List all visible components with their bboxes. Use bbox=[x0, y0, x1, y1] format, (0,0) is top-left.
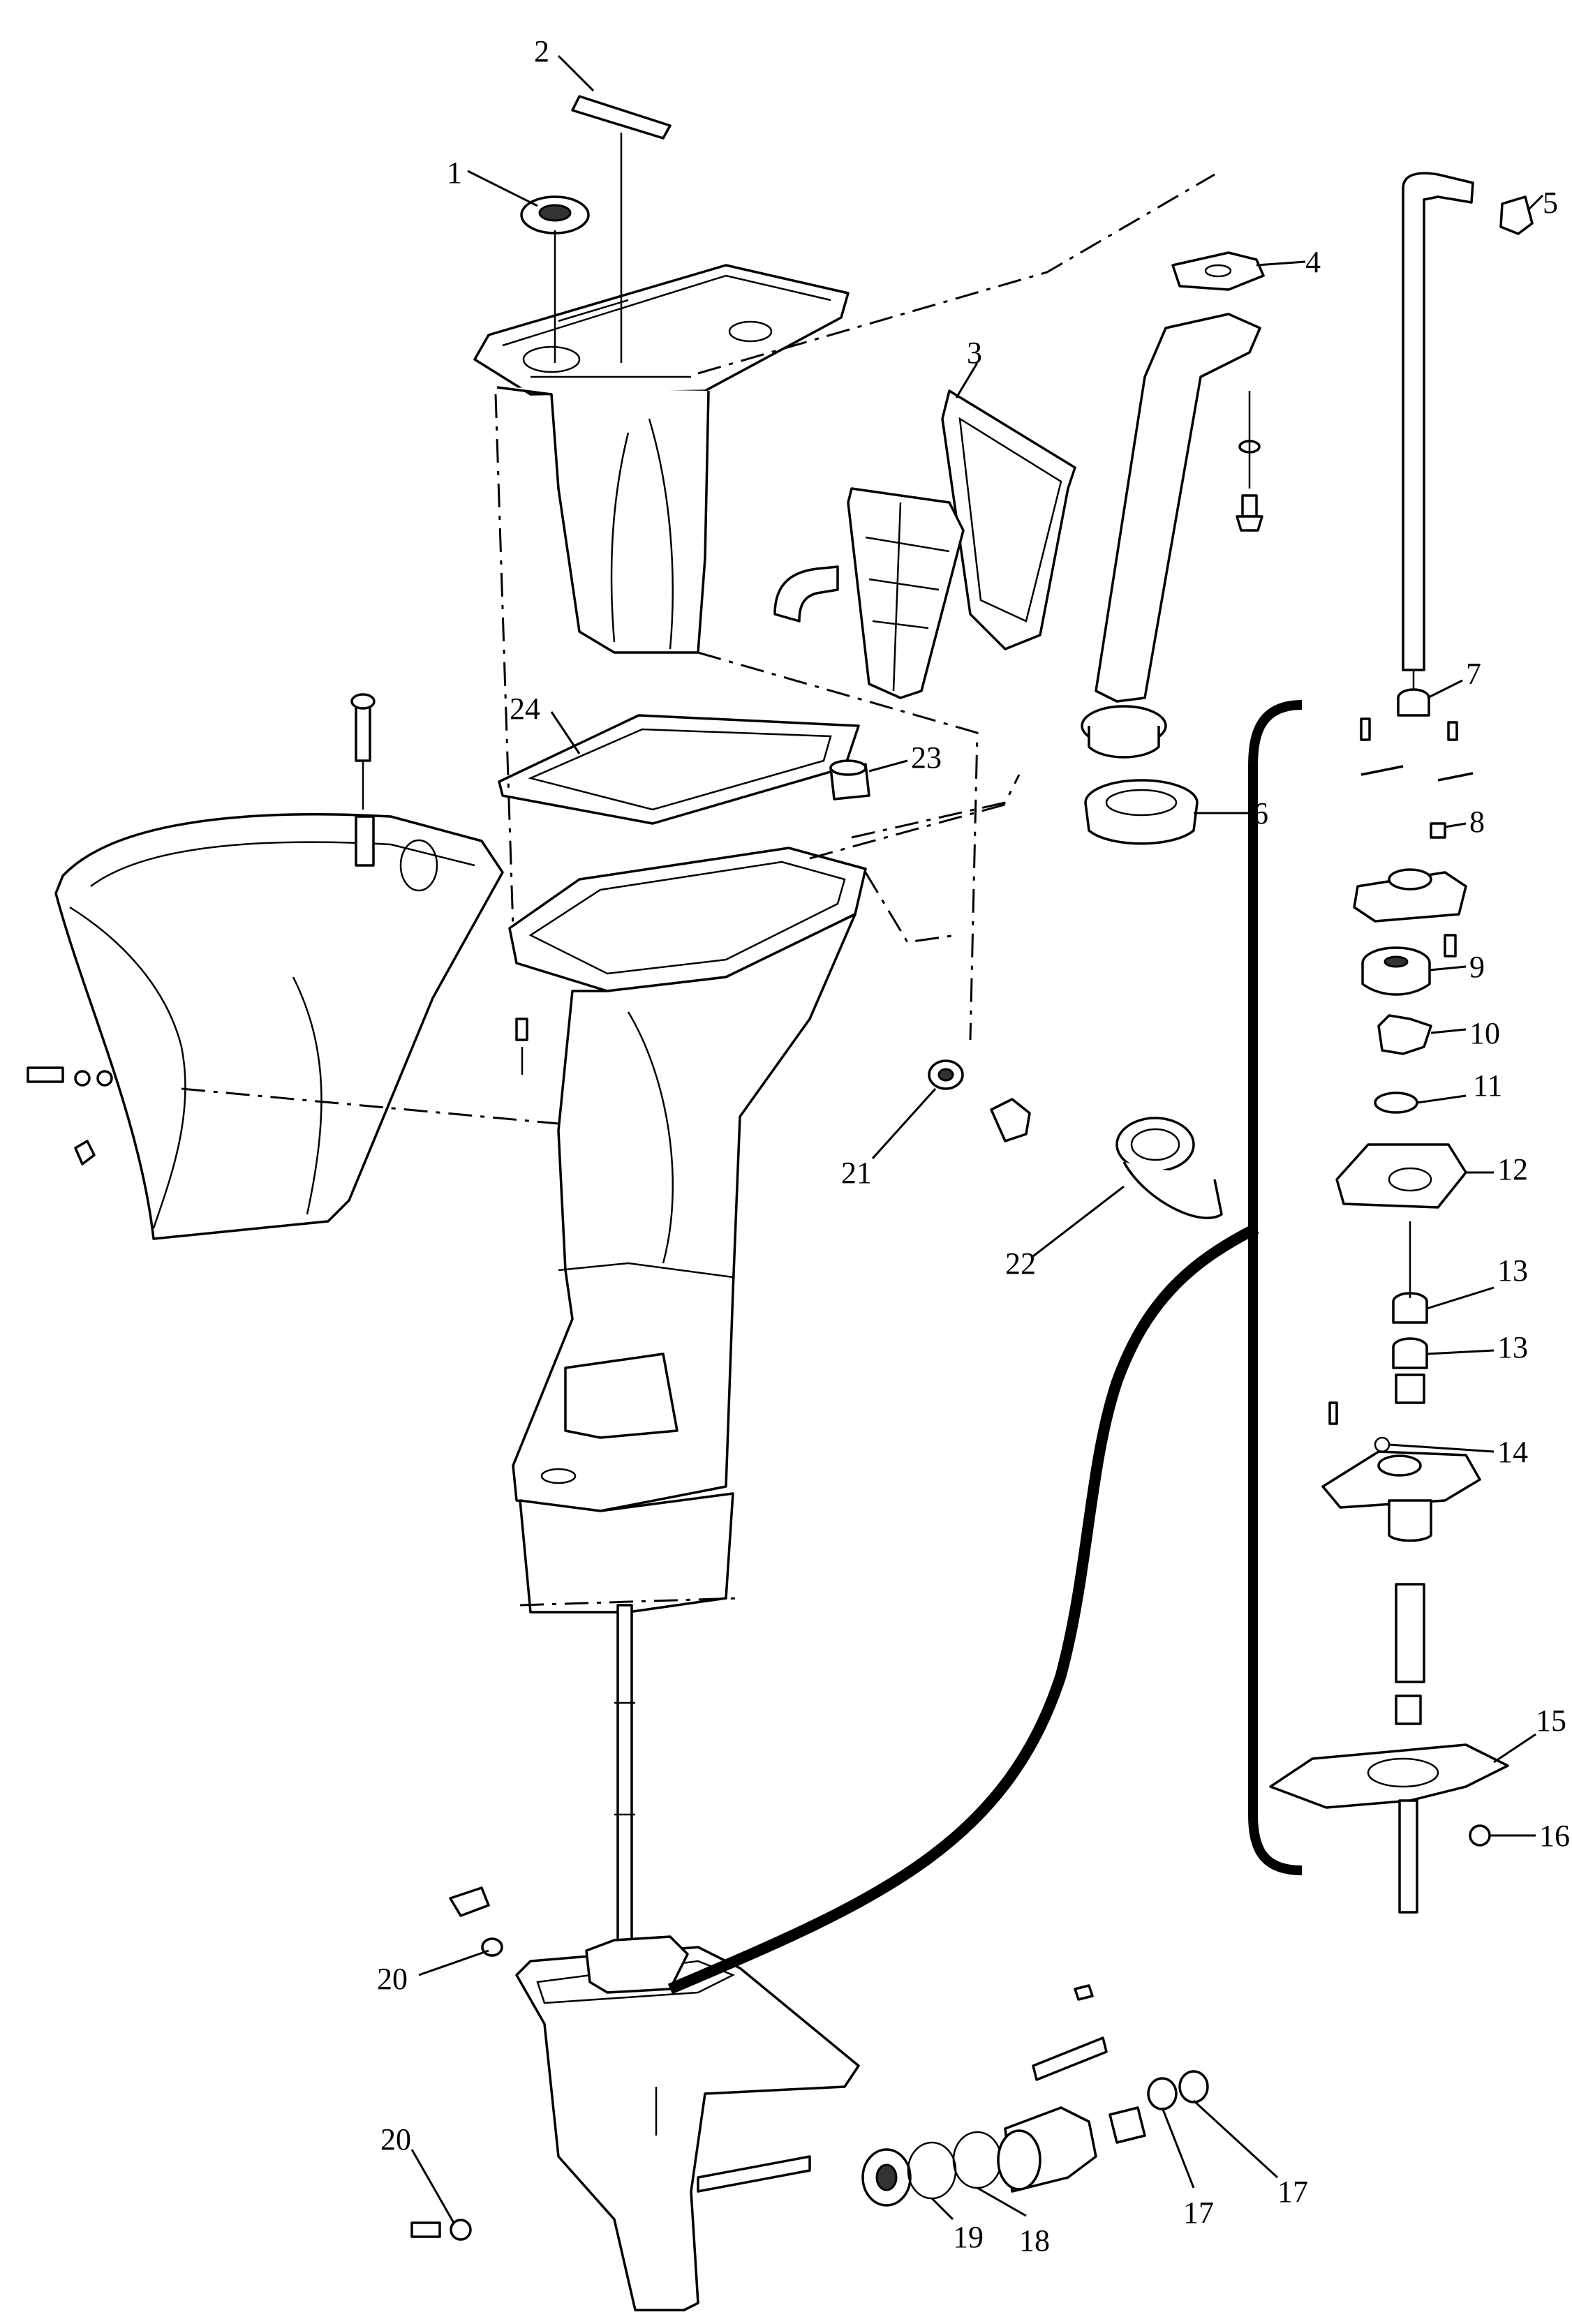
callout-16: 16 bbox=[1539, 1819, 1570, 1853]
drive-shaft-housing bbox=[508, 847, 867, 1614]
callout-2: 2 bbox=[534, 34, 549, 68]
callout-1: 1 bbox=[447, 156, 462, 190]
exhaust-pipe bbox=[1081, 313, 1261, 759]
callout-8: 8 bbox=[1469, 805, 1485, 839]
casing-gasket bbox=[498, 714, 860, 825]
exhaust-seal bbox=[1084, 779, 1199, 845]
lower-cover bbox=[54, 813, 504, 1240]
drive-shaft bbox=[614, 1604, 635, 1949]
callout-14: 14 bbox=[1497, 1435, 1528, 1469]
hose-elbow bbox=[773, 565, 839, 623]
callouts: 1 2 3 4 5 6 7 8 9 10 11 12 13 13 14 15 1… bbox=[377, 34, 1570, 2258]
callout-18: 18 bbox=[1019, 2224, 1050, 2258]
bearing-housing bbox=[861, 1984, 1209, 2207]
callout-13a: 13 bbox=[1497, 1253, 1528, 1288]
callout-21: 21 bbox=[841, 1156, 872, 1190]
callout-11: 11 bbox=[1473, 1068, 1502, 1103]
gear-case bbox=[515, 1935, 860, 2311]
water-screen bbox=[847, 487, 965, 699]
callout-13b: 13 bbox=[1497, 1330, 1528, 1364]
rubber-seal-22 bbox=[1115, 1117, 1223, 1219]
exhaust-gasket bbox=[1171, 251, 1265, 291]
callout-20b: 20 bbox=[380, 2122, 411, 2157]
collar-part bbox=[829, 759, 870, 800]
grommet-part bbox=[520, 195, 590, 234]
leader-lines bbox=[410, 54, 1544, 2224]
callout-7: 7 bbox=[1466, 657, 1481, 691]
upper-casing bbox=[473, 264, 850, 654]
fitting-part bbox=[990, 1098, 1031, 1142]
callout-6: 6 bbox=[1253, 796, 1268, 830]
callout-15: 15 bbox=[1536, 1704, 1566, 1738]
water-tube bbox=[1402, 172, 1474, 671]
callout-17b: 17 bbox=[1277, 2175, 1308, 2209]
callout-9: 9 bbox=[1469, 950, 1485, 984]
alignment-lines bbox=[181, 173, 1215, 1607]
callout-17a: 17 bbox=[1183, 2196, 1214, 2230]
hose-grommet-21 bbox=[928, 1059, 964, 1090]
callout-19: 19 bbox=[953, 2220, 984, 2254]
callout-23: 23 bbox=[911, 740, 942, 775]
callout-20a: 20 bbox=[377, 1962, 408, 1996]
callout-24: 24 bbox=[510, 692, 540, 726]
tube-grommet bbox=[1499, 195, 1534, 235]
water-pump-assembly bbox=[1248, 688, 1509, 1914]
callout-5: 5 bbox=[1543, 186, 1558, 220]
callout-22: 22 bbox=[1005, 1246, 1036, 1281]
callout-10: 10 bbox=[1469, 1016, 1500, 1050]
callout-3: 3 bbox=[967, 336, 982, 370]
water-screen-gasket bbox=[941, 389, 1076, 650]
callout-12: 12 bbox=[1497, 1152, 1528, 1186]
clip-part bbox=[571, 95, 672, 140]
callout-4: 4 bbox=[1305, 245, 1321, 279]
